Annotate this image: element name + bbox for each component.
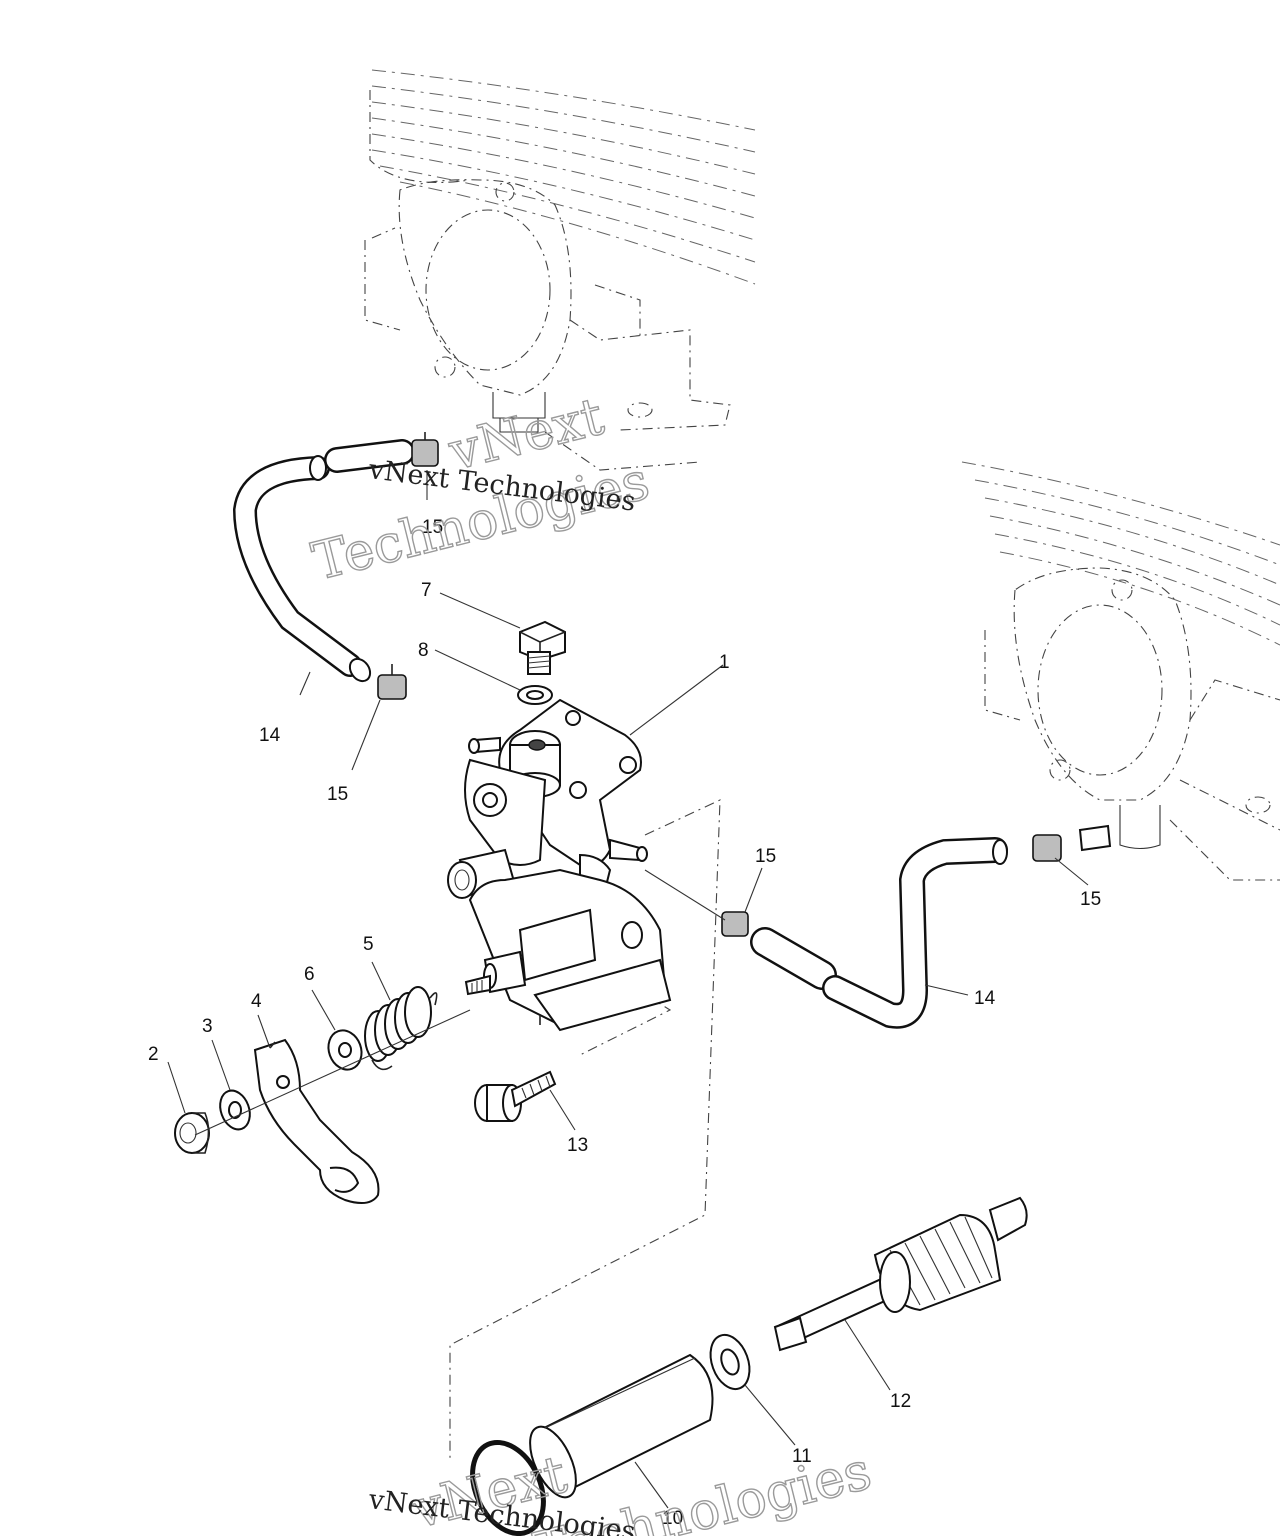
drive-shaft-12	[773, 1196, 1028, 1352]
callout-8: 8	[418, 640, 429, 661]
washer-11	[709, 1333, 751, 1391]
bolt-7	[519, 620, 566, 675]
callout-15-center: 15	[755, 846, 776, 867]
watermark-upper: vNext Technologies vNext Technologies	[306, 386, 656, 593]
callout-15-left: 15	[327, 784, 348, 805]
washer-6	[327, 1029, 363, 1071]
callout-10: 10	[662, 1508, 683, 1529]
callout-14-left: 14	[259, 725, 281, 746]
callout-labels: 1 2 3 4 5 6 7 8 10 11 12 13 14 14 15 15 …	[148, 517, 1101, 1529]
right-cylinder-phantom	[961, 461, 1280, 881]
callout-14-right: 14	[974, 988, 996, 1009]
callout-2: 2	[148, 1044, 159, 1065]
callout-11: 11	[792, 1446, 812, 1467]
callout-15-right: 15	[1080, 889, 1101, 910]
callout-15-top: 15	[422, 517, 443, 538]
hose-clamp-top	[411, 432, 439, 467]
sleeve-10	[529, 1353, 714, 1499]
oil-pump-body	[447, 698, 672, 1032]
pump-lever-4	[253, 1038, 380, 1205]
callout-12: 12	[890, 1391, 911, 1412]
callout-4: 4	[251, 991, 262, 1012]
hose-clamp-right-inner	[721, 911, 749, 937]
leader-lines	[167, 470, 1089, 1509]
bolt-13	[474, 1070, 557, 1122]
callout-3: 3	[202, 1016, 213, 1037]
oil-hose-left	[232, 439, 415, 683]
callout-6: 6	[304, 964, 315, 985]
callout-13: 13	[567, 1135, 588, 1156]
hose-clamp-right-outer	[1032, 824, 1112, 862]
washer-8	[517, 685, 553, 705]
callout-7: 7	[421, 580, 432, 601]
hose-clamp-left	[377, 664, 407, 700]
nut-2	[174, 1112, 210, 1154]
callout-1: 1	[719, 652, 730, 673]
callout-5: 5	[363, 934, 374, 955]
return-spring-5	[364, 986, 438, 1071]
o-ring	[470, 1439, 546, 1536]
oil-hose-right	[750, 837, 1008, 1029]
upper-cylinder-phantom	[364, 69, 756, 471]
